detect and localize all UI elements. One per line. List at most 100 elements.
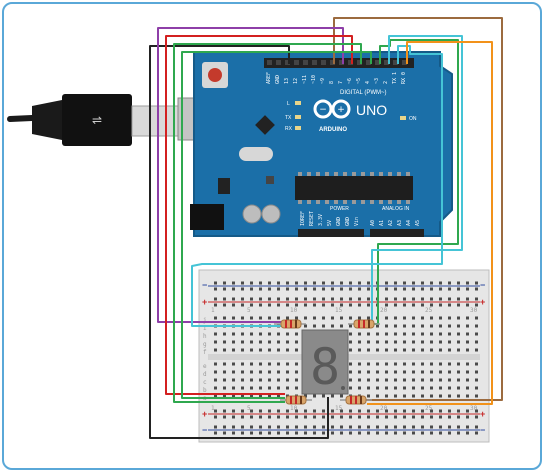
breadboard-hole[interactable] [295,409,298,413]
breadboard-hole[interactable] [367,297,370,301]
breadboard-hole[interactable] [439,340,442,344]
breadboard-hole[interactable] [466,431,469,435]
breadboard-hole[interactable] [475,281,478,285]
breadboard-hole[interactable] [250,316,253,320]
breadboard-hole[interactable] [475,378,478,382]
breadboard-hole[interactable] [232,297,235,301]
breadboard-hole[interactable] [295,316,298,320]
breadboard-hole[interactable] [394,394,397,398]
breadboard-hole[interactable] [403,348,406,352]
breadboard-hole[interactable] [367,287,370,291]
breadboard-hole[interactable] [358,386,361,390]
breadboard-hole[interactable] [268,394,271,398]
breadboard-hole[interactable] [223,340,226,344]
breadboard-hole[interactable] [439,287,442,291]
breadboard-hole[interactable] [430,297,433,301]
breadboard-hole[interactable] [295,431,298,435]
breadboard-hole[interactable] [457,287,460,291]
resistor-bottom-left[interactable] [280,395,312,405]
breadboard-hole[interactable] [457,378,460,382]
breadboard-hole[interactable] [448,415,451,419]
breadboard-hole[interactable] [277,340,280,344]
wire-black-gnd[interactable] [149,45,329,439]
breadboard-hole[interactable] [430,386,433,390]
breadboard-hole[interactable] [214,316,217,320]
breadboard-hole[interactable] [394,316,397,320]
breadboard-hole[interactable] [430,394,433,398]
reset-button[interactable] [208,68,222,82]
breadboard-hole[interactable] [286,362,289,366]
breadboard-hole[interactable] [223,287,226,291]
breadboard-hole[interactable] [277,425,280,429]
breadboard-hole[interactable] [223,303,226,307]
breadboard-hole[interactable] [385,297,388,301]
breadboard-hole[interactable] [340,324,343,328]
breadboard-hole[interactable] [241,287,244,291]
breadboard-hole[interactable] [439,394,442,398]
breadboard-hole[interactable] [367,332,370,336]
breadboard-hole[interactable] [232,431,235,435]
breadboard-hole[interactable] [259,332,262,336]
breadboard-hole[interactable] [277,316,280,320]
breadboard-hole[interactable] [376,415,379,419]
breadboard-hole[interactable] [457,370,460,374]
breadboard-hole[interactable] [295,370,298,374]
breadboard-hole[interactable] [475,394,478,398]
breadboard-hole[interactable] [358,316,361,320]
breadboard-hole[interactable] [403,425,406,429]
breadboard-hole[interactable] [367,431,370,435]
breadboard-hole[interactable] [241,370,244,374]
breadboard-hole[interactable] [421,287,424,291]
breadboard-hole[interactable] [385,415,388,419]
breadboard-hole[interactable] [448,332,451,336]
breadboard-hole[interactable] [394,386,397,390]
breadboard-hole[interactable] [313,324,316,328]
breadboard-hole[interactable] [214,281,217,285]
breadboard-hole[interactable] [286,431,289,435]
breadboard-hole[interactable] [223,297,226,301]
breadboard-hole[interactable] [286,281,289,285]
breadboard-hole[interactable] [250,370,253,374]
breadboard-hole[interactable] [277,394,280,398]
breadboard-hole[interactable] [250,297,253,301]
breadboard-hole[interactable] [295,297,298,301]
breadboard-hole[interactable] [358,362,361,366]
breadboard-hole[interactable] [223,409,226,413]
breadboard-hole[interactable] [241,415,244,419]
breadboard-hole[interactable] [250,362,253,366]
breadboard-hole[interactable] [322,431,325,435]
breadboard-hole[interactable] [466,386,469,390]
breadboard-hole[interactable] [385,425,388,429]
breadboard-hole[interactable] [268,425,271,429]
breadboard-hole[interactable] [412,340,415,344]
breadboard-hole[interactable] [322,324,325,328]
breadboard-hole[interactable] [313,303,316,307]
breadboard-hole[interactable] [250,378,253,382]
breadboard-hole[interactable] [214,303,217,307]
breadboard-hole[interactable] [376,340,379,344]
breadboard-hole[interactable] [367,409,370,413]
breadboard-hole[interactable] [421,316,424,320]
breadboard-hole[interactable] [250,303,253,307]
breadboard-hole[interactable] [313,281,316,285]
breadboard-hole[interactable] [250,409,253,413]
breadboard-hole[interactable] [358,370,361,374]
breadboard-hole[interactable] [475,303,478,307]
breadboard-hole[interactable] [214,394,217,398]
breadboard-hole[interactable] [295,281,298,285]
breadboard-hole[interactable] [232,303,235,307]
breadboard-hole[interactable] [367,394,370,398]
wire-green-3[interactable] [181,51,372,399]
breadboard-hole[interactable] [268,362,271,366]
breadboard-hole[interactable] [466,332,469,336]
breadboard-hole[interactable] [394,287,397,291]
breadboard-hole[interactable] [394,332,397,336]
breadboard-hole[interactable] [448,362,451,366]
breadboard-hole[interactable] [223,362,226,366]
breadboard-hole[interactable] [367,415,370,419]
breadboard-hole[interactable] [277,297,280,301]
breadboard-hole[interactable] [412,281,415,285]
breadboard-hole[interactable] [232,340,235,344]
breadboard-hole[interactable] [295,348,298,352]
breadboard-hole[interactable] [430,370,433,374]
